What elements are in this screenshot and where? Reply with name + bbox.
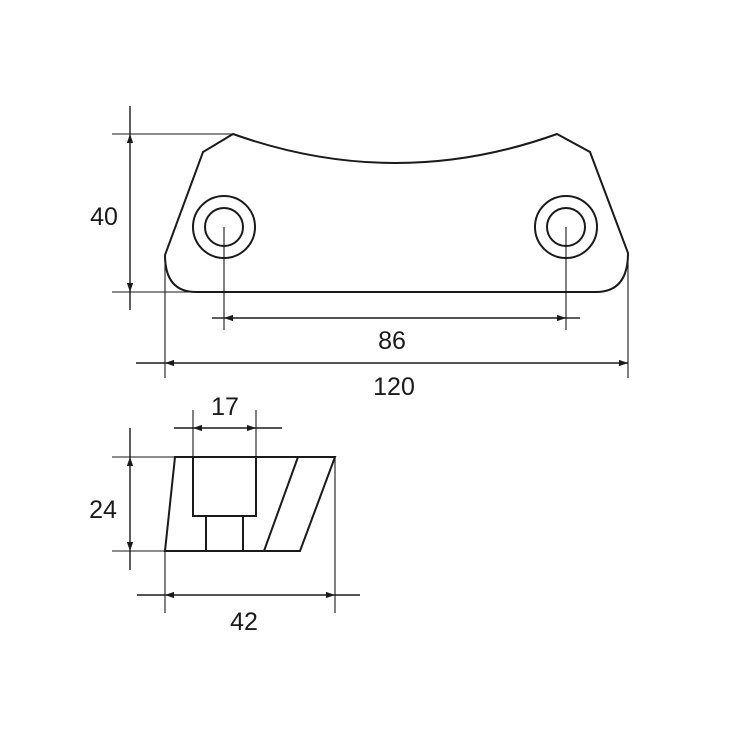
height-dimension-label: 40: [90, 203, 118, 231]
side-body-outline: [163, 456, 337, 552]
side-bore-outline: [192, 457, 257, 551]
side-width-label: 42: [230, 608, 258, 636]
side-height-label: 24: [89, 496, 117, 524]
side-section-line: [263, 456, 299, 552]
side-view: 17 24 42: [89, 393, 360, 636]
hole-spacing-label: 86: [378, 327, 406, 355]
top-view: 40 86 120: [90, 106, 630, 401]
overall-length-label: 120: [373, 373, 415, 401]
plate-outline: [163, 132, 630, 293]
bore-diameter-label: 17: [211, 393, 239, 421]
